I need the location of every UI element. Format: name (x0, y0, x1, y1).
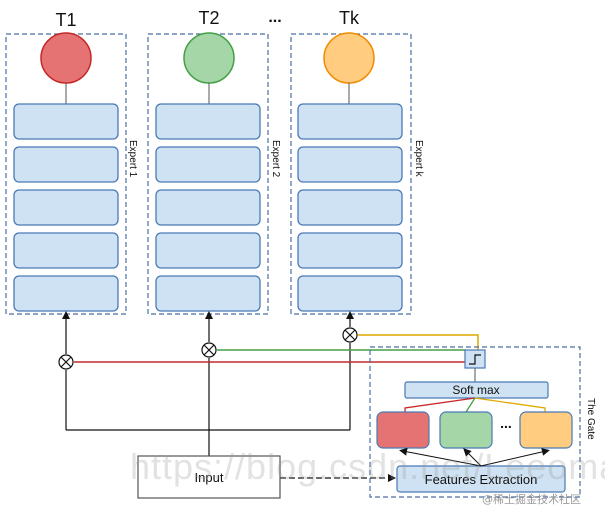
expert-2-tower: T2 Expert 2 (147, 8, 281, 315)
expert-1-layer (13, 189, 119, 226)
expert-2-layer (155, 275, 261, 312)
expert-k-tower: Tk Expert k (290, 8, 424, 315)
expert-k-label: Expert k (413, 140, 424, 178)
task-k-label: Tk (339, 8, 360, 28)
experts-ellipsis: ... (268, 9, 281, 26)
gate-frame (369, 346, 581, 498)
task-1-label: T1 (55, 10, 76, 30)
gate-weight-line-k (358, 334, 479, 352)
expert-2-layer (155, 103, 261, 140)
input-label: Input (195, 470, 224, 485)
expert-k-layer (297, 189, 403, 226)
multiply-node-1 (58, 354, 74, 370)
expert-1-label: Expert 1 (127, 140, 138, 178)
expert-k-layer (297, 146, 403, 183)
expert-k-layer (297, 275, 403, 312)
task-2-node (183, 32, 235, 84)
expert-k-layer (297, 232, 403, 269)
connections (58, 311, 479, 482)
gate-title: The Gate (585, 398, 596, 440)
expert-1-layer (13, 146, 119, 183)
task-1-node (40, 32, 92, 84)
expert-k-layer (297, 103, 403, 140)
watermark-url: https://blog.csdn.net/Leeomage (130, 446, 605, 487)
expert-1-layer (13, 103, 119, 140)
expert-2-layer (155, 189, 261, 226)
gate-expert-k-box (519, 411, 573, 449)
gate-module: The Gate Soft max ... Features Extractio… (369, 346, 596, 498)
gate-expert-2-box (439, 411, 493, 449)
expert-2-layer (155, 232, 261, 269)
multiply-node-k (342, 327, 358, 343)
features-extraction-label: Features Extraction (425, 472, 538, 487)
expert-1-layer (13, 232, 119, 269)
expert-2-label: Expert 2 (270, 140, 281, 178)
multiply-node-2 (201, 342, 217, 358)
expert-1-layer (13, 275, 119, 312)
softmax-label: Soft max (452, 383, 499, 397)
input-module: Input (137, 455, 281, 499)
task-2-label: T2 (198, 8, 219, 28)
gate-weight-line-1 (74, 358, 471, 363)
watermark-cn: @稀土掘金技术社区 (482, 493, 581, 506)
gate-expert-1-box (376, 411, 430, 449)
gate-ellipsis: ... (500, 415, 512, 431)
input-box (137, 455, 281, 499)
expert-2-layer (155, 146, 261, 183)
expert-1-tower: T1 Expert 1 (5, 10, 138, 315)
task-k-node (323, 32, 375, 84)
